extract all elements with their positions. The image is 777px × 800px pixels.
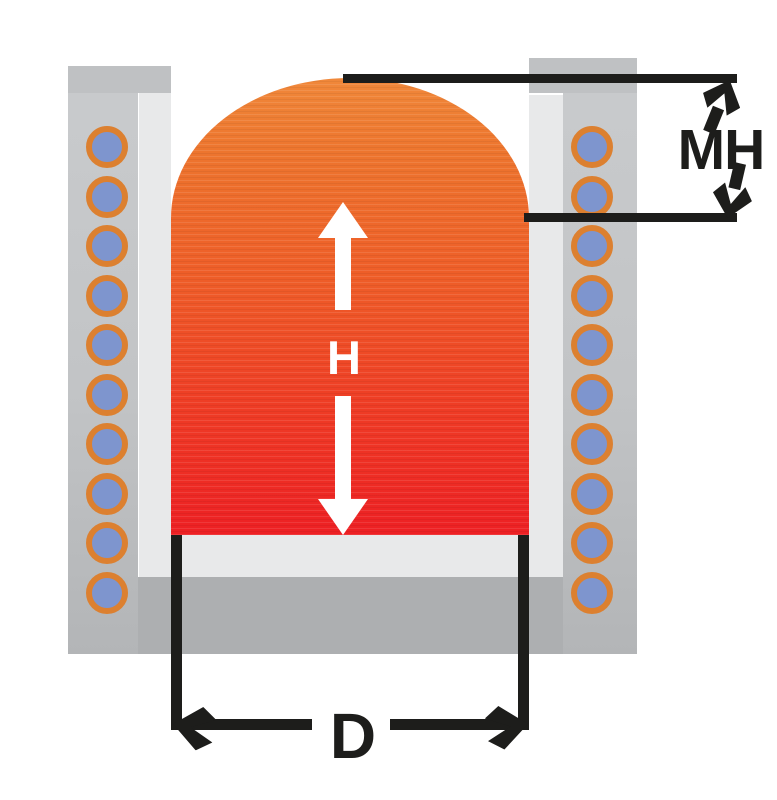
coil-turn: [571, 126, 613, 168]
coil-turn: [571, 472, 613, 515]
furnace-wall-cap-left: [68, 66, 171, 93]
furnace-base-slab: [68, 577, 637, 654]
bath-height-up-arrow-icon: [318, 202, 368, 310]
coil-turn: [86, 522, 128, 564]
coil-turn: [571, 225, 613, 267]
coil-turn: [86, 274, 128, 317]
diameter-extension-line-left: [171, 535, 182, 730]
coil-turn: [86, 225, 128, 267]
coil-turn: [571, 522, 613, 564]
diameter-extension-line-right: [518, 535, 529, 730]
coil-turn: [86, 126, 128, 168]
coil-turn: [86, 571, 128, 614]
coil-turn: [571, 373, 613, 416]
coil-turn: [86, 423, 128, 465]
diameter-dimension-line-left: [180, 719, 312, 730]
bath-height-down-arrow-icon: [318, 396, 368, 535]
meniscus-base-dimension-line: [524, 213, 737, 222]
induction-coil-right: [571, 0, 613, 660]
coil-turn: [571, 324, 613, 366]
coil-turn: [86, 175, 128, 218]
coil-turn: [571, 571, 613, 614]
crucible-floor: [139, 535, 563, 577]
meniscus-top-dimension-line: [343, 74, 737, 83]
crucible-lining-left: [139, 93, 171, 577]
diameter-dimension-line-right: [390, 719, 512, 730]
induction-coil-left: [86, 0, 128, 660]
coil-turn: [86, 324, 128, 366]
bath-height-label: H: [327, 331, 361, 384]
bath-diameter-label: D: [329, 700, 377, 772]
crucible-lining-right: [529, 95, 563, 577]
coil-turn: [86, 472, 128, 515]
coil-turn: [571, 423, 613, 465]
coil-turn: [86, 373, 128, 416]
meniscus-height-label: MH: [677, 118, 766, 182]
coil-turn: [571, 175, 613, 218]
coil-turn: [571, 274, 613, 317]
